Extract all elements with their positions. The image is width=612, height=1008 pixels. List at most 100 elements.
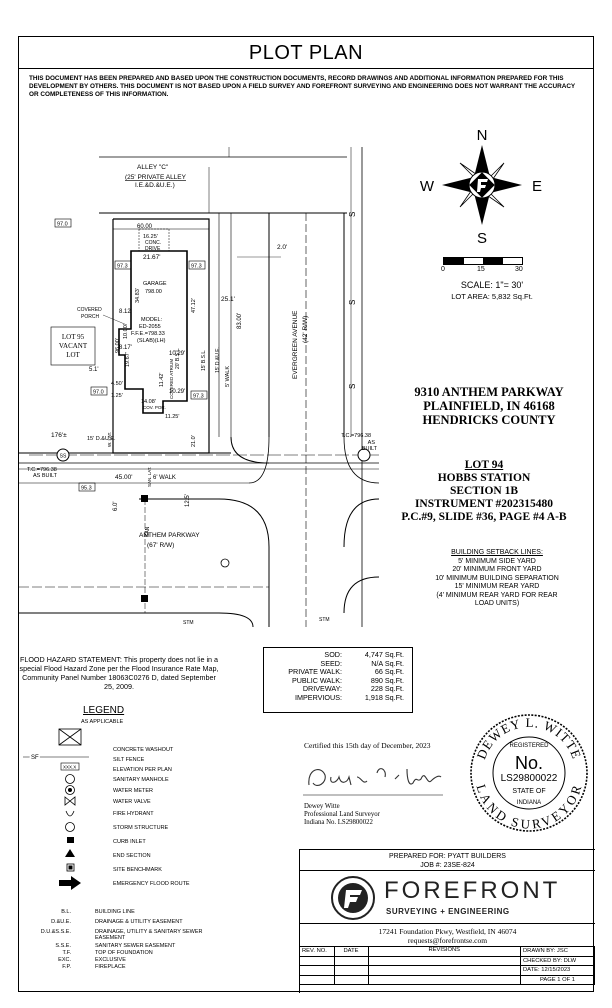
water-valve-icon [64,796,76,806]
rev-no-header: REV. NO. [300,947,335,957]
forefront-tag: SURVEYING + ENGINEERING [386,907,510,916]
dim-5-1: 5.1' [89,367,99,373]
lot-info: LOT 94 HOBBS STATION SECTION 1B INSTRUME… [379,459,589,524]
legend-elev: ELEVATION PER PLAN [113,767,172,773]
elev-95-3: 95.3 [81,486,92,492]
model-3: F.F.E.=798.33 [131,331,165,337]
storm-structure-icon [65,822,75,832]
due-15-front: 15' D.&U.E. [87,436,116,442]
forefront-logo-icon [331,876,375,920]
address-line-2: PLAINFIELD, IN 46168 [423,399,555,413]
dim-11-42: 11.42' [159,373,165,387]
anthem-label-2: (67' R/W) [147,542,174,549]
elev-97-3-c: 97.3 [193,394,204,400]
legend-meter: WATER METER [113,788,154,794]
dim-14-08: 14.08' [141,399,156,405]
flood-hazard-statement: FLOOD HAZARD STATEMENT: This property do… [19,655,219,691]
sewer-s-3: S [348,384,357,389]
dim-34-83: 34.83' [135,288,141,303]
legend-curb: CURB INLET [113,839,146,845]
drawn-by: DRAWN BY: JSC [520,947,595,957]
tc-right-c: BUILT [362,446,378,452]
stm-label-2: STM [319,617,330,623]
elev-97-3-a: 97.3 [117,264,128,270]
surveyor-title: Professional Land Surveyor [304,811,380,818]
compass-s: S [477,230,487,245]
sanitary-manhole-icon [65,774,75,784]
legend-san-mh: SANITARY MANHOLE [113,777,169,783]
san-label: SAN [145,526,151,537]
setback-line: (4' MINIMUM REAR YARD FOR REAR [436,591,558,599]
anthem-label-1: ANTHEM PARKWAY [139,532,200,539]
prepared-for: PREPARED FOR: PYATT BUILDERS JOB #: 23SE… [300,850,595,871]
dim-83: 83.00' [237,313,243,329]
legend-silt: SILT FENCE [113,757,145,763]
seal-registered: REGISTERED [509,743,549,749]
walk-6-label: 6' WALK [153,475,176,481]
sanitary-ss-marker: SS [60,454,67,460]
alley-label-3: I.E.&D.&U.E.) [135,182,175,189]
compass-w: W [420,178,435,195]
silt-fence-mark: SF [31,755,39,761]
cov-porch-label: COV. POR. [143,405,166,410]
flood-route-icon [59,876,81,890]
sewer-s-1: S [348,212,357,217]
tc-right-b: AS [368,440,376,446]
walk-5-label: 5' WALK [225,366,231,387]
north-arrow-compass: N S E W [420,127,542,245]
area-row: PRIVATE WALK:66 Sq.Ft. [288,667,404,677]
scale-bar: 0 15 30 [441,257,523,275]
drawing-date: DATE: 12/15/2023 [520,965,595,976]
evergreen-label-2: (42' R/W) [302,316,309,343]
area-row: DRIVEWAY:228 Sq.Ft. [302,684,404,694]
tc-left: T.C.=796.38 [27,467,57,473]
company-email: requests@forefrontse.com [407,936,488,945]
setback-heading: BUILDING SETBACK LINES: [451,549,543,556]
dim-19-67: 19.67' [125,352,131,367]
area-summary-box: SOD:4,747 Sq.Ft. SEED:N/A Sq.Ft. PRIVATE… [263,647,413,713]
fire-hydrant-icon [65,810,75,817]
setback-lines: BUILDING SETBACK LINES: 5' MINIMUM SIDE … [407,549,587,609]
legend-symbols: SF XXX.X [23,728,89,890]
lot-number: LOT 94 [464,459,504,471]
elev-97-0-a: 97.0 [57,222,68,228]
dim-4-50: 4.50' [111,381,123,387]
dim-47-12: 47.12' [191,298,197,313]
scale-tick-15: 15 [477,266,485,273]
due-15-side: 15' D.&U.E. [215,347,221,373]
subdivision: HOBBS STATION [437,472,531,484]
tc-right: T.C.=796.38 [341,433,371,439]
garage-area: 798.00 [145,289,162,295]
company-address: 17241 Foundation Pkwy, Westfield, IN 460… [300,924,595,947]
bsl-20: 20' B.S.L. [175,347,181,369]
dim-12-5: 12.5' [185,494,191,507]
plat-reference: P.C.#9, SLIDE #36, PAGE #4 A-B [401,511,567,523]
dim-21-0: 21.0' [191,435,197,447]
dim-25-1: 25.1' [221,296,235,303]
area-row: SEED:N/A Sq.Ft. [320,658,404,668]
area-row: SOD:4,747 Sq.Ft. [324,650,404,659]
page-number: PAGE 1 OF 1 [520,975,595,986]
covered-porch-1: COVERED [77,307,102,313]
sewer-s-2: S [348,300,357,305]
forefront-logo: FOREFRONT SURVEYING + ENGINEERING [300,871,595,924]
scale-tick-0: 0 [441,266,445,273]
plot-plan-sheet: PLOT PLAN THIS DOCUMENT HAS BEEN PREPARE… [18,36,595,993]
setback-line: LOAD UNITS) [474,600,520,607]
vacant-lot-1: LOT 95 [62,333,85,341]
benchmark-icon [66,863,75,872]
dim-6-0: 6.0' [113,502,119,512]
page-title: PLOT PLAN [19,37,593,69]
surveyor-block: Dewey Witte Professional Land Surveyor I… [304,803,380,827]
certification-text: Certified this 15th day of December, 202… [304,741,431,750]
wlat-label: W. LAT. [107,432,112,447]
elev-97-3-b: 97.3 [191,264,202,270]
dim-45: 45.00' [115,474,133,481]
model-4: (SLAB)(LH) [137,338,166,344]
dim-10: 10.00' [123,324,129,339]
dim-11-25: 11.25' [165,414,179,420]
legend-hydrant: FIRE HYDRANT [113,811,154,817]
company-street: 17241 Foundation Pkwy, Westfield, IN 460… [378,927,517,936]
surveyor-signature [303,768,443,796]
garage-label: GARAGE [143,281,167,287]
